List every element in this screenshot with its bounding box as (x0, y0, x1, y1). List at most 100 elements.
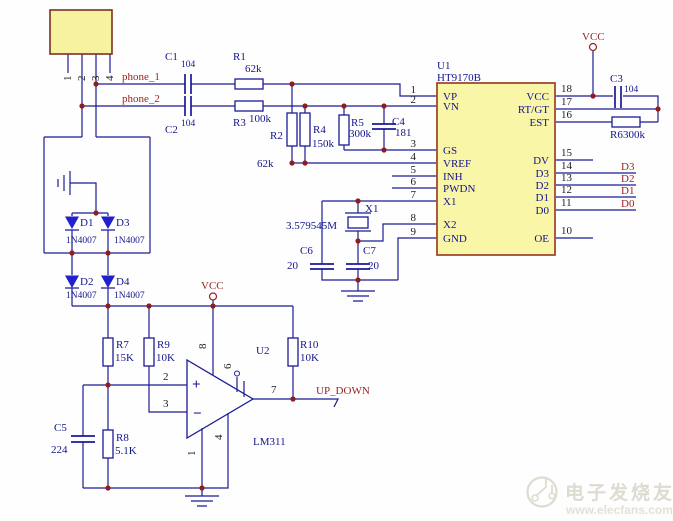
resistor-r4 (299, 112, 311, 147)
u1-pin-x2: X2 (443, 219, 456, 231)
opamp-pin1-number: 1 (186, 451, 198, 457)
label-d1-ref: D1 (80, 217, 93, 229)
u1-pin-17-num: 17 (561, 96, 573, 108)
u1-pin-inh: INH (443, 171, 463, 183)
u1-pin-x1: X1 (443, 196, 456, 208)
vcc-symbol-opamp (208, 292, 218, 301)
u1-pin-gnd: GND (443, 233, 467, 245)
u1-pin-pwdn: PWDN (443, 183, 475, 195)
ground-symbol-opamp (185, 488, 219, 507)
resistor-r10 (287, 337, 299, 367)
opamp-balance-number: 6 (222, 363, 234, 369)
opamp-pin3-number: 3 (163, 398, 169, 410)
u1-pin-3-num: 3 (411, 138, 417, 150)
u1-pin-vcc: VCC (526, 91, 549, 103)
u1-pin-8-num: 8 (411, 212, 417, 224)
label-x1-val: 3.579545M (286, 220, 337, 232)
u1-pin-13-num: 13 (561, 172, 573, 184)
u1-pin-7-num: 7 (411, 189, 417, 201)
label-r10-val: 10K (300, 352, 319, 364)
label-r5-ref: R5 (351, 117, 364, 129)
net-label-vcc-top: VCC (582, 31, 605, 43)
chip-u1-body (436, 82, 556, 256)
resistor-r6 (611, 116, 641, 128)
wire-r2-r4-leads (291, 84, 306, 163)
resistor-r7 (102, 337, 114, 367)
wire-connector-pins (67, 54, 111, 137)
bus-label-d3: D3 (621, 161, 635, 173)
wires (43, 51, 659, 507)
diode-bodies (65, 216, 115, 288)
label-r6-ref: R6 (610, 129, 623, 141)
bus-label-d2: D2 (621, 173, 634, 185)
label-u2-part: LM311 (253, 436, 286, 448)
u1-pin-16-num: 16 (561, 109, 573, 121)
bus-label-d1: D1 (621, 185, 634, 197)
label-r8-val: 5.1K (115, 445, 137, 457)
u1-right-pin-names: VCC RT/GT EST DV D3 D2 D1 D0 OE (518, 91, 550, 245)
label-r4-val: 150k (312, 138, 335, 150)
label-d4-part: 1N4007 (114, 291, 145, 301)
crystal-body (347, 216, 369, 229)
u1-pin-9-num: 9 (411, 226, 417, 238)
connector-pin-3: 3 (90, 75, 102, 81)
u1-pin-est: EST (529, 117, 549, 129)
wire-r9-branch (148, 306, 187, 413)
label-r7-val: 15K (115, 352, 134, 364)
u1-pin-vp: VP (443, 91, 457, 103)
wire-r5-c4-leads (343, 106, 385, 150)
label-r2-val: 62k (257, 158, 274, 170)
wire-x2-line (358, 223, 437, 242)
wire-balance-ticks (236, 377, 245, 397)
opamp-triangle (186, 358, 255, 440)
wire-phone1-net (96, 83, 437, 97)
label-d2-ref: D2 (80, 276, 93, 288)
u1-pin-oe: OE (534, 233, 549, 245)
u1-pin-12-num: 12 (561, 184, 572, 196)
wire-gnd-line (397, 237, 437, 280)
label-u2-ref: U2 (256, 345, 269, 357)
label-c3-val: 104 (624, 85, 639, 95)
resistor-r1 (234, 78, 264, 90)
label-r6-val: 300k (623, 129, 646, 141)
resistor-r3 (234, 100, 264, 112)
opamp-pin4-number: 4 (213, 434, 225, 440)
label-c4-ref: C4 (392, 116, 405, 128)
u1-pin-vn: VN (443, 101, 459, 113)
u1-pin-d3: D3 (536, 168, 550, 180)
label-r4-ref: R4 (313, 124, 326, 136)
watermark-url: www.elecfans.com (565, 503, 673, 517)
label-c5-ref: C5 (54, 422, 67, 434)
label-r1-ref: R1 (233, 51, 246, 63)
wire-inh-pwdn-stubs (392, 175, 437, 189)
label-r1-val: 62k (245, 63, 262, 75)
u1-pin-d1: D1 (536, 192, 549, 204)
wire-pin18-c3 (555, 95, 659, 123)
u1-pin-4-num: 4 (411, 151, 417, 163)
label-r5-val: 300k (349, 128, 372, 140)
label-c6-ref: C6 (300, 245, 313, 257)
wire-diode-row1 (65, 212, 115, 253)
label-c1-ref: C1 (165, 51, 178, 63)
label-c7-ref: C7 (363, 245, 376, 257)
label-u1-ref: U1 (437, 60, 450, 72)
label-r3-ref: R3 (233, 117, 246, 129)
resistor-r8 (102, 429, 114, 459)
net-label-phone2: phone_2 (122, 93, 160, 105)
u1-pin-15-num: 15 (561, 147, 573, 159)
u1-pin-2-num: 2 (411, 94, 417, 106)
capacitor-plates (71, 74, 622, 443)
u1-pin-gs: GS (443, 145, 457, 157)
u1-pin-dv: DV (533, 155, 549, 167)
net-label-phone1: phone_1 (122, 71, 160, 83)
u1-right-pin-numbers: 18 17 16 15 14 13 12 11 10 (561, 83, 573, 237)
resistor-r2 (286, 112, 298, 147)
connector-block (49, 9, 113, 55)
label-d3-ref: D3 (116, 217, 130, 229)
opamp-pin8-number: 8 (197, 343, 209, 349)
diode-d1 (65, 216, 79, 229)
net-label-vcc-opamp: VCC (201, 280, 224, 292)
u1-pin-10-num: 10 (561, 225, 573, 237)
label-d4-ref: D4 (116, 276, 130, 288)
